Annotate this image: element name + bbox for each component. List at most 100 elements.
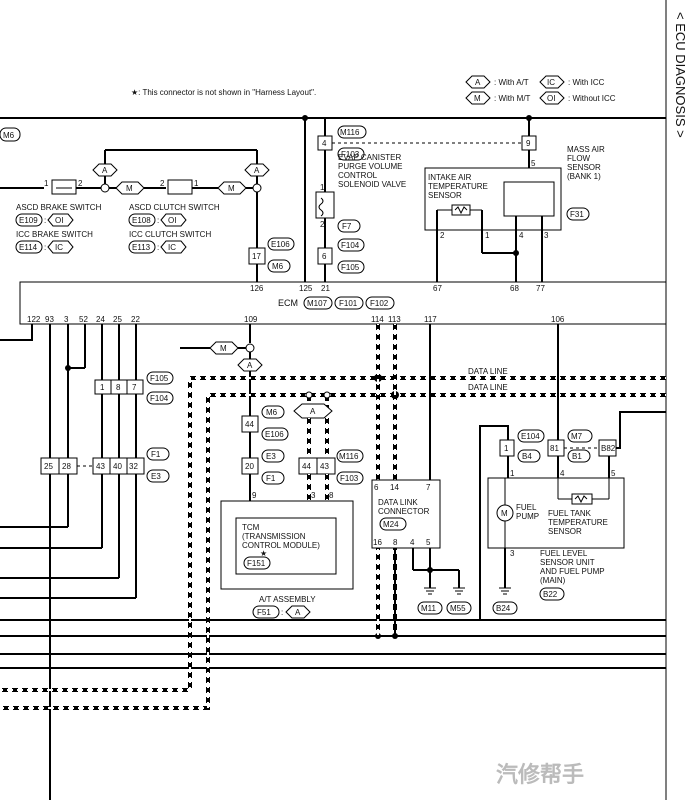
legend-mt-text: : With M/T: [494, 94, 531, 103]
fuel-temp-label: TEMPERATURE: [548, 518, 608, 527]
fuel-pump-label: PUMP: [516, 512, 539, 521]
connector-e108: E108: [132, 216, 151, 225]
svg-text:1: 1: [504, 444, 509, 453]
svg-text:14: 14: [390, 483, 399, 492]
connector-e3: E3: [151, 472, 161, 481]
with-at-tag: [92, 163, 118, 177]
tag-m: M: [220, 344, 227, 353]
evap-solenoid-symbol: [315, 191, 335, 219]
connector-e109: E109: [19, 216, 38, 225]
fuel-temp-label: FUEL TANK: [548, 509, 592, 518]
connector-tag: [15, 240, 43, 254]
ascd-brake-switch-label: ASCD BRAKE SWITCH: [16, 203, 102, 212]
with-at-tag: [244, 163, 270, 177]
tag-a: A: [310, 407, 316, 416]
connector-f104: F104: [150, 394, 169, 403]
svg-text:5: 5: [531, 159, 536, 168]
tag-a: A: [254, 166, 260, 175]
data-line-1: [0, 376, 666, 692]
ecm-pin: 67: [433, 284, 442, 293]
svg-text:20: 20: [245, 462, 254, 471]
tag-oi: OI: [55, 216, 63, 225]
connector-tag: [128, 240, 156, 254]
ascd-clutch-switch-symbol: [167, 179, 193, 195]
ecm-pin: 3: [64, 315, 69, 324]
svg-text:43: 43: [96, 462, 105, 471]
evap-label-line: SOLENOID VALVE: [338, 180, 406, 189]
svg-text:2: 2: [440, 231, 445, 240]
connector-f31: F31: [570, 210, 584, 219]
connector-f1: F1: [266, 474, 276, 483]
pin: 2: [160, 179, 165, 188]
icc-clutch-switch-label: ICC CLUTCH SWITCH: [129, 230, 211, 239]
connector-f7: F7: [342, 222, 352, 231]
svg-text::: :: [281, 608, 283, 617]
tag-a: A: [102, 166, 108, 175]
connector-m7: M7: [571, 432, 583, 441]
svg-text:8: 8: [393, 538, 398, 547]
ecm-pin: 25: [113, 315, 122, 324]
ecm-pin: 117: [424, 315, 437, 324]
legend-oi-code: OI: [547, 94, 555, 103]
legend-icc-tag: [539, 75, 565, 89]
connector-f104: F104: [341, 241, 360, 250]
wire: [616, 411, 666, 449]
tag-a: A: [295, 608, 301, 617]
colon: :: [44, 216, 46, 225]
fuel-level-label: SENSOR UNIT: [540, 558, 595, 567]
svg-text:6: 6: [322, 252, 327, 261]
svg-text:8: 8: [116, 383, 121, 392]
evap-label-line: EVAP CANISTER: [338, 153, 402, 162]
ecm-pin: 93: [45, 315, 54, 324]
data-line-label: DATA LINE: [468, 383, 508, 392]
svg-text:1: 1: [485, 231, 490, 240]
connector-m24: M24: [383, 520, 399, 529]
svg-text:9: 9: [526, 139, 531, 148]
ecm-pin: 106: [551, 315, 565, 324]
maf-label: MASS AIR: [567, 145, 605, 154]
splice: [252, 183, 262, 193]
iat-label: SENSOR: [428, 191, 462, 200]
svg-text:9: 9: [252, 491, 257, 500]
ascd-clutch-switch-label: ASCD CLUTCH SWITCH: [129, 203, 220, 212]
connector-f105: F105: [150, 374, 169, 383]
ecm-pin: 21: [321, 284, 330, 293]
tcm-label: TCM: [242, 523, 260, 532]
colon: :: [157, 216, 159, 225]
connector-b22: B22: [543, 590, 558, 599]
legend-icc-text: : With ICC: [568, 78, 605, 87]
connector-e106: E106: [271, 240, 290, 249]
svg-text:32: 32: [129, 462, 138, 471]
svg-text:43: 43: [320, 462, 329, 471]
dlc-label: CONNECTOR: [378, 507, 430, 516]
svg-text:4: 4: [410, 538, 415, 547]
connector-m11: M11: [421, 604, 437, 613]
connector-m116: M116: [340, 128, 360, 137]
ecm-pin: 52: [79, 315, 88, 324]
connector-f105: F105: [341, 263, 360, 272]
legend-icc-code: IC: [547, 78, 555, 87]
svg-text:5: 5: [426, 538, 431, 547]
svg-text:7: 7: [132, 383, 137, 392]
svg-text:2: 2: [320, 220, 325, 229]
splice: [100, 183, 110, 193]
svg-text:4: 4: [560, 469, 565, 478]
tcm-label: CONTROL MODULE): [242, 541, 320, 550]
connector-e113: E113: [132, 243, 151, 252]
svg-text:44: 44: [302, 462, 311, 471]
ecm-label: ECM: [278, 298, 298, 308]
legend-mt-tag: [465, 91, 491, 105]
connector-m6: M6: [266, 408, 278, 417]
svg-text:6: 6: [374, 483, 379, 492]
ground-icon: [499, 587, 511, 595]
harness-note: ★: This connector is not shown in "Harne…: [131, 88, 316, 97]
ecm-connector-m107: M107: [307, 299, 328, 308]
svg-text:4: 4: [322, 139, 327, 148]
tag-m: M: [126, 184, 133, 193]
svg-text:M: M: [501, 509, 508, 518]
tcm-label: (TRANSMISSION: [242, 532, 306, 541]
ecm-pin: 126: [250, 284, 264, 293]
at-assembly-label: A/T ASSEMBLY: [259, 595, 316, 604]
svg-text:81: 81: [550, 444, 559, 453]
colon: :: [44, 243, 46, 252]
